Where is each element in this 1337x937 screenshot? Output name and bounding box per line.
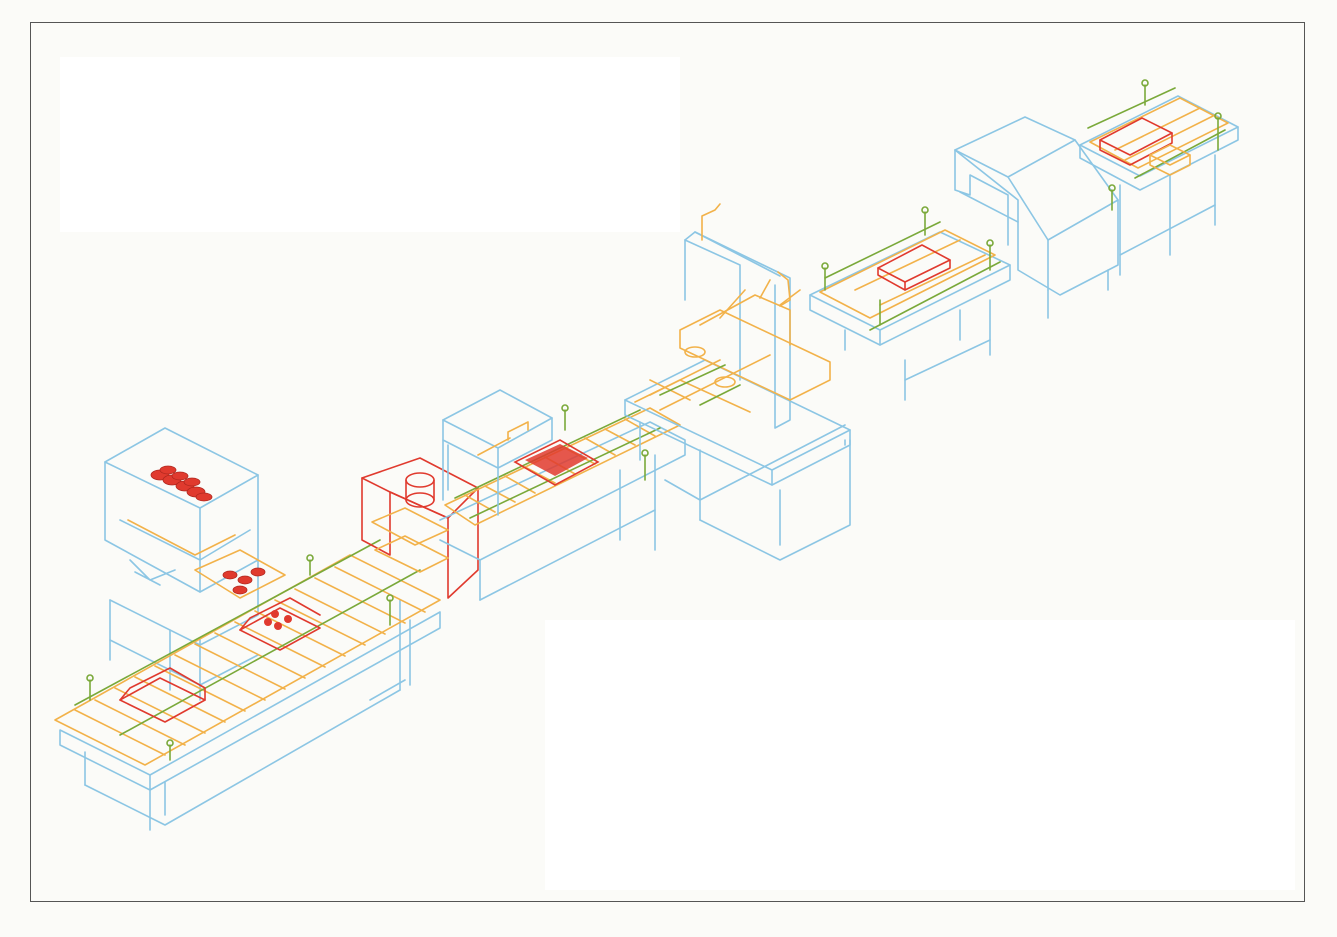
belt-conveyor-guides: [821, 206, 1001, 331]
box-on-conveyor-1: [119, 597, 321, 723]
hopper-products: [150, 465, 266, 595]
belt-conveyor-frame: [809, 231, 1011, 401]
gantry-folding-tool: [634, 279, 831, 413]
gantry-crank: [701, 203, 791, 307]
outfeed-conveyor-belt: [1089, 97, 1229, 169]
roller-conveyor-1-frame: [59, 599, 441, 831]
belt-conveyor-belt: [819, 229, 996, 319]
cabinet-station: [442, 389, 553, 516]
press-platen: [371, 507, 449, 573]
blank-area-top: [60, 57, 680, 232]
cabinet-handle: [477, 421, 529, 456]
tunnel-station: [954, 116, 1119, 319]
outfeed-conveyor-guides: [1087, 79, 1226, 211]
box-on-outfeed: [1099, 117, 1173, 166]
tray-on-conveyor-2: [513, 439, 600, 486]
hopper-station: [104, 427, 259, 701]
gantry-frame: [624, 231, 851, 561]
press-station: [361, 457, 479, 599]
blank-area-bottom: [545, 620, 1295, 890]
small-box-on-outfeed: [1149, 144, 1191, 176]
roller-conveyor-2-frame: [439, 421, 686, 601]
box-products: [264, 610, 292, 630]
roller-conveyor-2-guides: [454, 404, 661, 519]
gantry-guides: [659, 364, 741, 406]
hopper-chute: [127, 519, 286, 599]
box-on-belt: [877, 244, 951, 291]
outfeed-conveyor-frame: [1079, 95, 1239, 276]
roller-conveyor-1-guides: [74, 539, 421, 761]
